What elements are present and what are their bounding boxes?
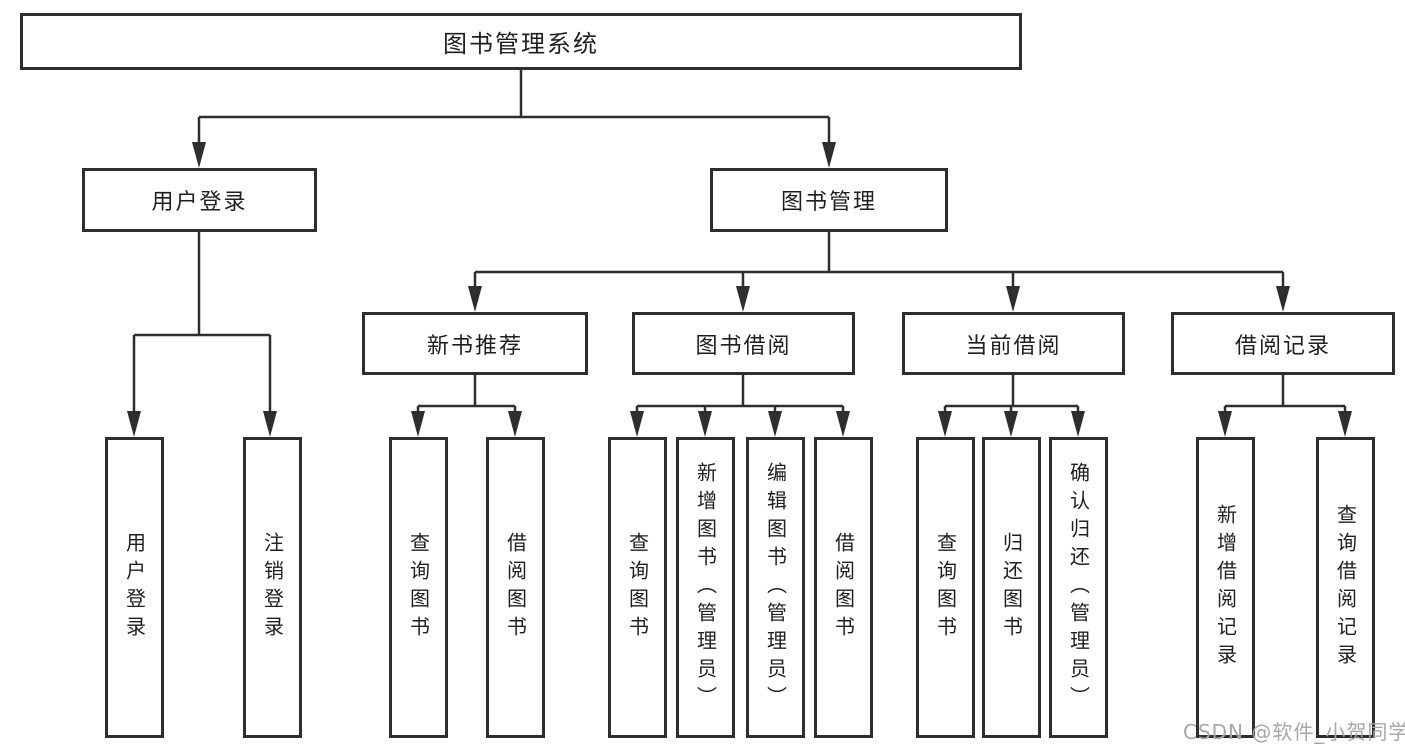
csdn-watermark: CSDN @软件_小贺同学: [1183, 720, 1405, 744]
leaf-edit-books-admin: 编辑图书（管理员）: [746, 437, 805, 738]
node-label: 查询图书: [406, 531, 431, 644]
node-label: 注销登录: [260, 531, 285, 644]
node-label: 新增借阅记录: [1213, 503, 1238, 672]
leaf-confirm-return-admin: 确认归还（管理员）: [1049, 437, 1108, 738]
node-current-borrow: 当前借阅: [902, 312, 1125, 375]
leaf-add-borrow-record: 新增借阅记录: [1196, 437, 1255, 738]
leaf-query-books-current: 查询图书: [916, 437, 975, 738]
node-label: 用户登录: [151, 190, 248, 215]
leaf-add-books-admin: 新增图书（管理员）: [676, 437, 735, 738]
node-label: 查询借阅记录: [1333, 503, 1358, 672]
leaf-query-books-recommend: 查询图书: [389, 437, 448, 738]
node-label: 图书管理系统: [443, 30, 599, 58]
node-label: 借阅图书: [503, 531, 528, 644]
leaf-user-login: 用户登录: [105, 437, 164, 738]
node-label: 新增图书（管理员）: [693, 461, 718, 714]
node-label: 新书推荐: [426, 333, 523, 359]
leaf-query-books-borrow: 查询图书: [608, 437, 667, 738]
node-library-management-system: 图书管理系统: [20, 13, 1022, 70]
tree-edges: [132, 70, 1347, 417]
leaf-borrow-books-recommend: 借阅图书: [486, 437, 545, 738]
node-book-management: 图书管理: [710, 168, 948, 232]
node-label: 确认归还（管理员）: [1066, 461, 1091, 714]
node-new-book-recommend: 新书推荐: [362, 312, 588, 375]
node-label: 图书管理: [780, 190, 877, 215]
node-label: 查询图书: [933, 531, 958, 644]
node-book-borrow: 图书借阅: [632, 312, 855, 375]
node-label: 归还图书: [999, 531, 1024, 644]
leaf-return-books: 归还图书: [982, 437, 1041, 738]
leaf-query-borrow-record: 查询借阅记录: [1316, 437, 1375, 738]
node-borrow-record: 借阅记录: [1171, 312, 1395, 375]
node-label: 借阅记录: [1234, 333, 1331, 359]
node-label: 借阅图书: [831, 531, 856, 644]
node-user-login: 用户登录: [82, 168, 317, 232]
leaf-borrow-books: 借阅图书: [814, 437, 873, 738]
node-label: 当前借阅: [965, 333, 1062, 359]
node-label: 图书借阅: [695, 333, 792, 359]
leaf-logout: 注销登录: [243, 437, 302, 738]
node-label: 查询图书: [625, 531, 650, 644]
node-label: 编辑图书（管理员）: [763, 461, 788, 714]
arrow-down-icons: [127, 142, 1352, 437]
node-label: 用户登录: [122, 531, 147, 644]
